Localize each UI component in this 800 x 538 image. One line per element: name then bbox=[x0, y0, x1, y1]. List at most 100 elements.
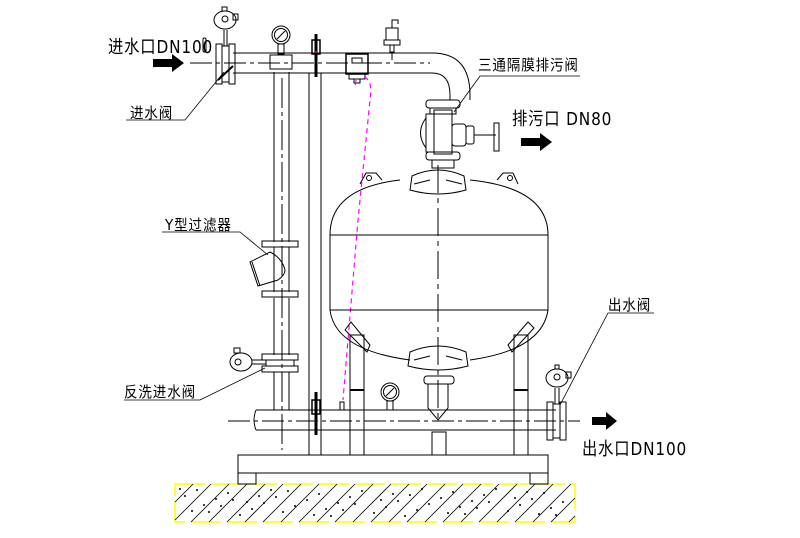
aggregate-dot bbox=[416, 509, 417, 510]
aggregate-dot bbox=[313, 514, 314, 515]
y-strainer-icon bbox=[250, 241, 298, 297]
aggregate-dot bbox=[232, 499, 233, 500]
aggregate-dot bbox=[270, 489, 271, 490]
tank-legs bbox=[345, 322, 534, 455]
hatch-line bbox=[479, 484, 517, 522]
concrete-foundation bbox=[175, 484, 575, 522]
hatch-line bbox=[299, 484, 337, 522]
hatch-line bbox=[497, 484, 535, 522]
aggregate-dot bbox=[287, 490, 288, 491]
base-skid bbox=[238, 455, 548, 484]
aggregate-dot bbox=[282, 511, 283, 512]
aggregate-dot bbox=[239, 514, 240, 515]
hatch-line bbox=[175, 484, 193, 502]
aggregate-dot bbox=[488, 501, 489, 502]
aggregate-dot bbox=[464, 513, 465, 514]
aggregate-dot bbox=[203, 504, 204, 505]
hatch-line bbox=[263, 484, 301, 522]
aggregate-dot bbox=[263, 502, 264, 503]
aggregate-dot bbox=[220, 505, 221, 506]
outlet-butterfly-valve bbox=[546, 365, 571, 440]
aggregate-dot bbox=[471, 500, 472, 501]
aggregate-dot bbox=[306, 499, 307, 500]
hatch-line bbox=[443, 484, 481, 522]
aggregate-dot bbox=[514, 497, 515, 498]
aggregate-dot bbox=[495, 488, 496, 489]
flow-arrow-icon bbox=[153, 54, 184, 72]
aggregate-dot bbox=[337, 502, 338, 503]
drain-valve-label: 三通隔膜排污阀 bbox=[478, 56, 579, 74]
aggregate-dot bbox=[373, 512, 374, 513]
aggregate-dot bbox=[421, 488, 422, 489]
leader-lines bbox=[124, 72, 654, 405]
flow-arrow-icon bbox=[592, 412, 617, 430]
aggregate-dot bbox=[246, 501, 247, 502]
aggregate-dot bbox=[562, 501, 563, 502]
inlet-butterfly-valve bbox=[203, 7, 238, 84]
aggregate-dot bbox=[476, 507, 477, 508]
hatch-line bbox=[281, 484, 319, 522]
y-strainer-label: Y型过滤器 bbox=[165, 216, 232, 234]
aggregate-dot bbox=[380, 499, 381, 500]
aggregate-dot bbox=[258, 495, 259, 496]
flow-arrow-icon bbox=[521, 133, 552, 151]
top-check-valve bbox=[312, 34, 320, 77]
aggregate-dot bbox=[325, 508, 326, 509]
inlet-label: 进水口DN100 bbox=[108, 37, 214, 58]
pilot-solenoid-valve bbox=[346, 54, 368, 83]
drain-outlet-label: 排污口 DN80 bbox=[512, 109, 613, 130]
aggregate-dot bbox=[428, 503, 429, 504]
outlet-pipe bbox=[228, 392, 580, 435]
aggregate-dot bbox=[404, 515, 405, 516]
hatch-line bbox=[461, 484, 499, 522]
aggregate-dot bbox=[330, 515, 331, 516]
aggregate-dot bbox=[483, 494, 484, 495]
inlet-pipe bbox=[190, 53, 470, 100]
aggregate-dot bbox=[275, 496, 276, 497]
aggregate-dot bbox=[459, 506, 460, 507]
aggregate-dot bbox=[215, 498, 216, 499]
diaphragm-valve-icon bbox=[421, 100, 500, 168]
aggregate-dot bbox=[342, 509, 343, 510]
aggregate-dot bbox=[452, 491, 453, 492]
aggregate-dot bbox=[526, 491, 527, 492]
aggregate-dot bbox=[519, 504, 520, 505]
aggregate-dot bbox=[531, 498, 532, 499]
hatch-line bbox=[533, 484, 571, 522]
tee-fitting bbox=[270, 55, 292, 69]
aggregate-dot bbox=[543, 492, 544, 493]
aggregate-dot bbox=[227, 492, 228, 493]
aggregate-dot bbox=[440, 497, 441, 498]
hatch-line bbox=[407, 484, 445, 522]
aggregate-dot bbox=[397, 500, 398, 501]
outlet-label: 出水口DN100 bbox=[582, 439, 688, 460]
hatch-line bbox=[191, 484, 229, 522]
control-tube bbox=[343, 77, 371, 400]
hatch-line bbox=[425, 484, 463, 522]
aggregate-dot bbox=[550, 507, 551, 508]
aggregate-dot bbox=[251, 508, 252, 509]
pressure-gauge-icon bbox=[381, 383, 399, 410]
aggregate-dot bbox=[507, 510, 508, 511]
aggregate-dot bbox=[208, 511, 209, 512]
aggregate-dot bbox=[555, 514, 556, 515]
aggregate-dot bbox=[349, 496, 350, 497]
aggregate-dot bbox=[354, 503, 355, 504]
hatch-line bbox=[515, 484, 553, 522]
backwash-inlet-valve-label: 反洗进水阀 bbox=[124, 383, 197, 401]
hatch-line bbox=[227, 484, 265, 522]
aggregate-dot bbox=[179, 488, 180, 489]
air-release-valve-icon bbox=[384, 20, 400, 60]
aggregate-dot bbox=[361, 490, 362, 491]
hatch-line bbox=[175, 484, 211, 520]
hatch-line bbox=[389, 484, 427, 522]
aggregate-dot bbox=[385, 506, 386, 507]
aggregate-dot bbox=[294, 505, 295, 506]
hatch-line bbox=[335, 484, 373, 522]
filter-tank bbox=[330, 165, 548, 420]
aggregate-dot bbox=[191, 510, 192, 511]
hatch-line bbox=[569, 516, 575, 522]
aggregate-dot bbox=[447, 512, 448, 513]
hatch-line bbox=[371, 484, 409, 522]
